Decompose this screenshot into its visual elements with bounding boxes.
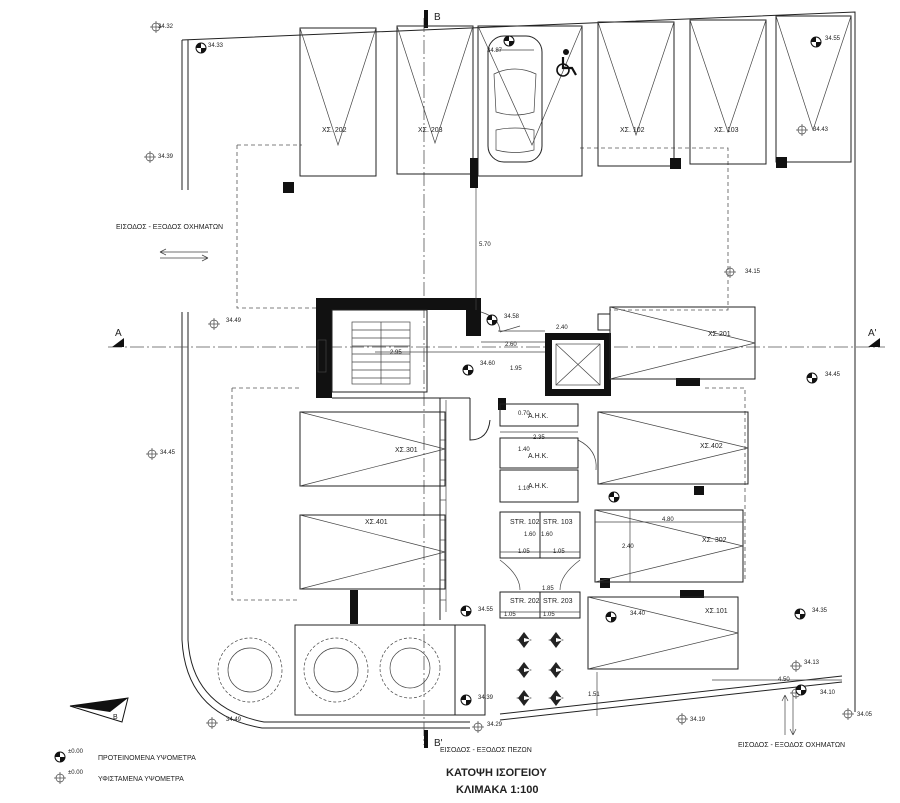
level-text: 34.10 [820, 690, 836, 696]
ahk-label: Α.Η.Κ. [528, 413, 548, 420]
dimension-text: 1.05 [553, 549, 565, 555]
level-text: 34.13 [804, 660, 820, 666]
dimension-text: 1.95 [510, 366, 522, 372]
dimension-text: 0.70 [518, 411, 530, 417]
parking-label: ΧΣ.401 [365, 519, 388, 526]
dimension-text: 2.60 [505, 342, 517, 348]
north-arrow-label: B [113, 714, 118, 721]
dimension-text: 1.60 [524, 532, 536, 538]
building-outline [231, 144, 746, 601]
dimension-text: 1.40 [518, 447, 530, 453]
level-text: 34.32 [158, 24, 174, 30]
site-boundary [181, 11, 856, 729]
level-text: 34.58 [504, 314, 520, 320]
level-text: 34.87 [487, 48, 503, 54]
legend: ±0.00 ΠΡΟΤΕΙΝΟΜΕΝΑ ΥΨΟΜΕΤΡΑ ±0.00 ΥΦΙΣΤΑ… [54, 749, 196, 784]
palm-plants [516, 632, 564, 706]
level-text: 34.40 [630, 611, 646, 617]
title-block: ΚΑΤΟΨΗ ΙΣΟΓΕΙΟΥ ΚΛΙΜΑΚΑ 1:100 [446, 767, 547, 796]
storage-label: STR. 102 [510, 519, 540, 526]
dimension-text: 4.80 [662, 517, 674, 523]
parking-label: ΧΣ.402 [700, 443, 723, 450]
vehicle-entrance-left-label: ΕΙΣΟΔΟΣ - ΕΞΟΔΟΣ ΟΧΗΜΑΤΩΝ [116, 224, 223, 231]
level-text: 34.45 [825, 372, 841, 378]
plan-scale: ΚΛΙΜΑΚΑ 1:100 [456, 784, 539, 796]
vehicle-entrance-right-label: ΕΙΣΟΔΟΣ - ΕΞΟΔΟΣ ΟΧΗΜΑΤΩΝ [738, 742, 845, 749]
storage-label: STR. 203 [543, 598, 573, 605]
parking-label: ΧΣ. 202 [322, 127, 347, 134]
section-a-label: A [115, 328, 122, 339]
dimension-text: 2.40 [556, 325, 568, 331]
dimension-text: 1.10 [518, 486, 530, 492]
parking-label: ΧΣ. 103 [714, 127, 739, 134]
plan-title: ΚΑΤΟΨΗ ΙΣΟΓΕΙΟΥ [446, 767, 547, 779]
section-b-prime-label: B' [434, 738, 443, 749]
parking-label: ΧΣ.101 [705, 608, 728, 615]
lobby [439, 311, 521, 620]
storage-label: STR. 202 [510, 598, 540, 605]
level-text: 34.55 [478, 607, 494, 613]
parking-label: ΧΣ. 302 [702, 537, 727, 544]
north-arrow-icon: B [69, 697, 129, 723]
parking-left: ΧΣ.301 ΧΣ.401 [299, 411, 446, 590]
level-text: 34.19 [690, 717, 706, 723]
tree-icon [379, 637, 441, 699]
stair-core [316, 298, 481, 399]
elevator [545, 313, 611, 396]
level-markers [144, 21, 854, 733]
dimension-text: 1.85 [542, 586, 554, 592]
dimensions: 5.70 2.40 2.60 2.95 1.95 0.70 2.35 1.40 … [375, 188, 842, 716]
wheelchair-icon [556, 49, 577, 77]
level-text: 34.39 [158, 154, 174, 160]
level-labels: 34.32 34.33 34.39 34.49 34.45 34.49 34.5… [158, 24, 873, 728]
storage-label: STR. 103 [543, 519, 573, 526]
pedestrian-entrance-label: ΕΙΣΟΔΟΣ - ΕΞΟΔΟΣ ΠΕΖΩΝ [440, 747, 532, 754]
entrances: ΕΙΣΟΔΟΣ - ΕΞΟΔΟΣ ΟΧΗΜΑΤΩΝ ΕΙΣΟΔΟΣ - ΕΞΟΔ… [116, 224, 845, 754]
section-b-label: B [434, 12, 441, 23]
ahk-label: Α.Η.Κ. [528, 453, 548, 460]
level-text: 34.55 [825, 36, 841, 42]
level-text: 34.49 [226, 717, 242, 723]
dimension-text: 2.35 [533, 435, 545, 441]
section-axes: A A' B B' [108, 10, 885, 749]
level-text: 34.35 [812, 608, 828, 614]
dimension-text: 1.51 [588, 692, 600, 698]
level-text: 34.05 [857, 712, 873, 718]
parking-right: ΧΣ.201 ΧΣ.402 ΧΣ. 302 ΧΣ.101 [587, 306, 756, 670]
level-text: 34.33 [208, 43, 224, 49]
section-a-prime-label: A' [868, 328, 877, 339]
level-text: 34.39 [478, 695, 494, 701]
level-text: 34.45 [160, 450, 176, 456]
car-icon [487, 35, 543, 163]
landscaping [217, 624, 564, 716]
parking-top-row: ΧΣ. 202 ΧΣ. 203 ΧΣ. 102 ΧΣ. 103 [299, 15, 852, 177]
parking-label: ΧΣ. 102 [620, 127, 645, 134]
parking-label: ΧΣ. 203 [418, 127, 443, 134]
utility-rooms: Α.Η.Κ. Α.Η.Κ. Α.Η.Κ. STR. 102 STR. 103 S… [499, 403, 597, 619]
dimension-text: 1.05 [504, 612, 516, 618]
dimension-text: 2.95 [390, 350, 402, 356]
tree-icon [303, 637, 369, 703]
ahk-label: Α.Η.Κ. [528, 483, 548, 490]
parking-label: ΧΣ.301 [395, 447, 418, 454]
level-text: 34.29 [487, 722, 503, 728]
tree-icon [217, 637, 283, 703]
legend-marker-text: ±0.00 [68, 749, 84, 755]
legend-proposed-label: ΠΡΟΤΕΙΝΟΜΕΝΑ ΥΨΟΜΕΤΡΑ [98, 755, 196, 762]
dimension-text: 1.05 [543, 612, 555, 618]
level-text: 34.15 [745, 269, 761, 275]
legend-existing-label: ΥΦΙΣΤΑΜΕΝΑ ΥΨΟΜΕΤΡΑ [98, 776, 184, 783]
parking-label: ΧΣ.201 [708, 331, 731, 338]
dimension-text: 4.50 [778, 677, 790, 683]
columns [283, 157, 787, 624]
dimension-text: 5.70 [479, 242, 491, 248]
level-text: 34.49 [226, 318, 242, 324]
level-text: 34.60 [480, 361, 496, 367]
level-text: 34.43 [813, 127, 829, 133]
legend-marker-text: ±0.00 [68, 770, 84, 776]
dimension-text: 1.05 [518, 549, 530, 555]
dimension-text: 1.60 [541, 532, 553, 538]
dimension-text: 2.40 [622, 544, 634, 550]
